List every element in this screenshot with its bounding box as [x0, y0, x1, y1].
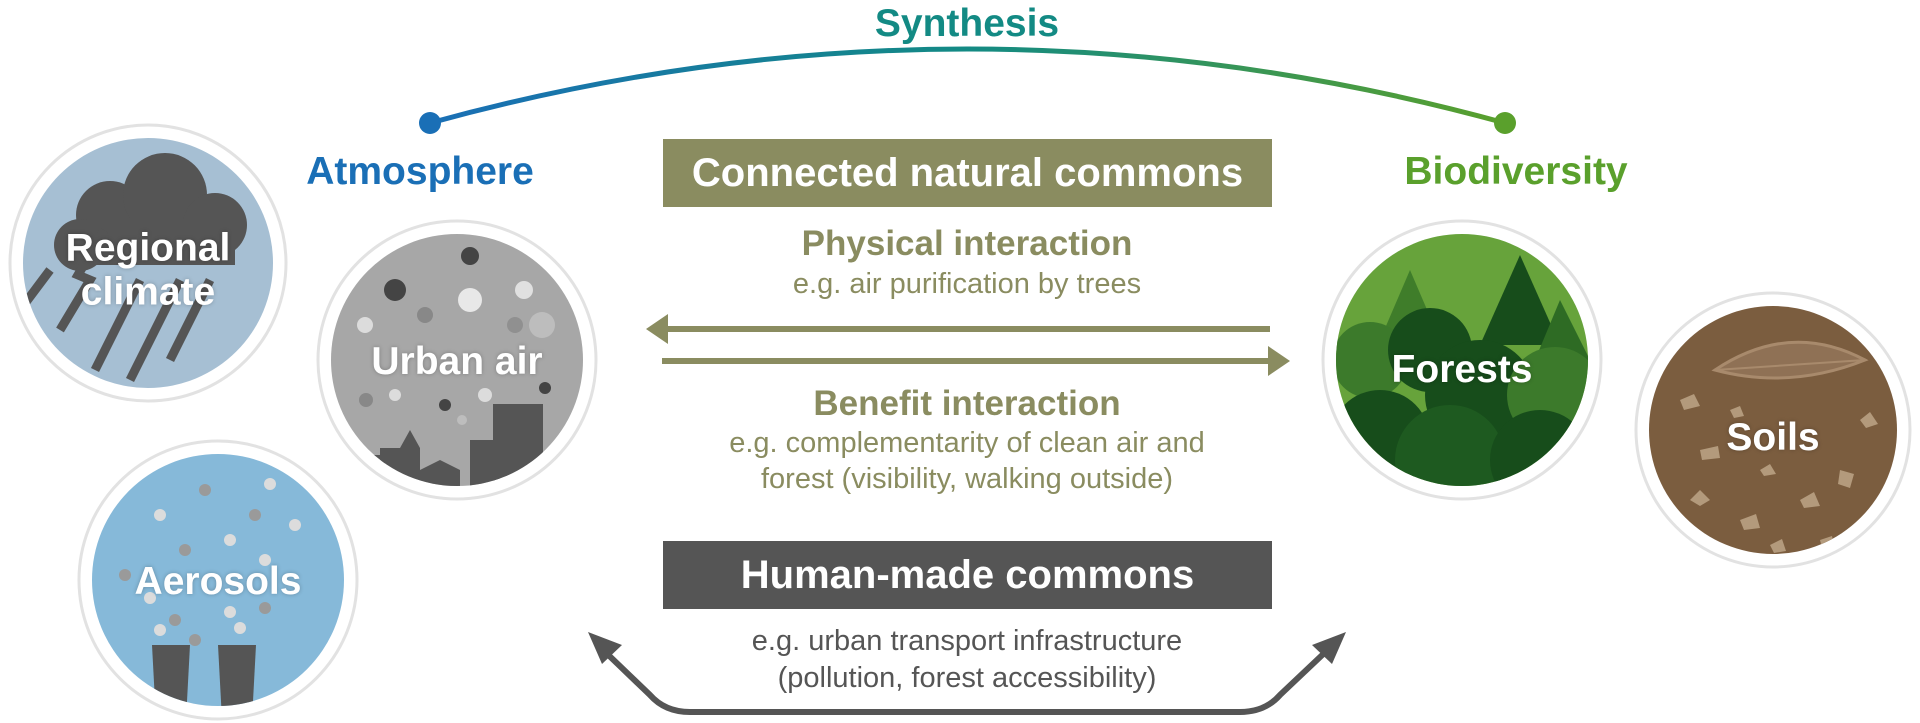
atmosphere-label: Atmosphere	[306, 150, 534, 193]
biodiversity-node-dot	[1494, 112, 1516, 134]
storm-cloud-icon	[23, 153, 247, 383]
physical-interaction-text: e.g. air purification by trees	[792, 268, 1142, 300]
human-commons-arrow	[588, 632, 1346, 715]
regional-climate-circle	[8, 123, 288, 403]
benefit-interaction-line2: forest (visibility, walking outside)	[760, 463, 1174, 495]
natural-commons-box: Connected natural commons	[663, 139, 1272, 207]
human-commons-title: Human-made commons	[740, 552, 1195, 597]
forests-circle	[1321, 219, 1603, 501]
soils-label: Soils	[1726, 416, 1820, 460]
interaction-arrows	[646, 314, 1290, 376]
regional-climate-label: Regional climate	[66, 226, 231, 313]
regional-climate-label-line1: Regional	[65, 226, 231, 270]
physical-interaction-title: Physical interaction	[801, 224, 1133, 263]
synthesis-label: Synthesis	[874, 2, 1060, 45]
urban-air-circle	[316, 219, 598, 501]
natural-commons-title: Connected natural commons	[691, 150, 1244, 195]
synthesis-arc	[419, 46, 1516, 134]
soils-circle	[1634, 291, 1912, 569]
aerosols-label: Aerosols	[134, 560, 302, 604]
benefit-interaction-line1: e.g. complementarity of clean air and	[729, 427, 1205, 459]
forests-label: Forests	[1391, 348, 1533, 392]
biodiversity-label: Biodiversity	[1404, 150, 1628, 193]
benefit-interaction-title: Benefit interaction	[813, 384, 1121, 423]
human-commons-line2: (pollution, forest accessibility)	[777, 662, 1157, 694]
atmosphere-node-dot	[419, 112, 441, 134]
urban-air-label: Urban air	[371, 340, 543, 384]
smokestack-icon	[119, 478, 301, 706]
aerosols-circle	[77, 439, 359, 721]
human-commons-line1: e.g. urban transport infrastructure	[751, 625, 1183, 657]
human-commons-box: Human-made commons	[663, 541, 1272, 609]
regional-climate-label-line2: climate	[80, 270, 216, 313]
